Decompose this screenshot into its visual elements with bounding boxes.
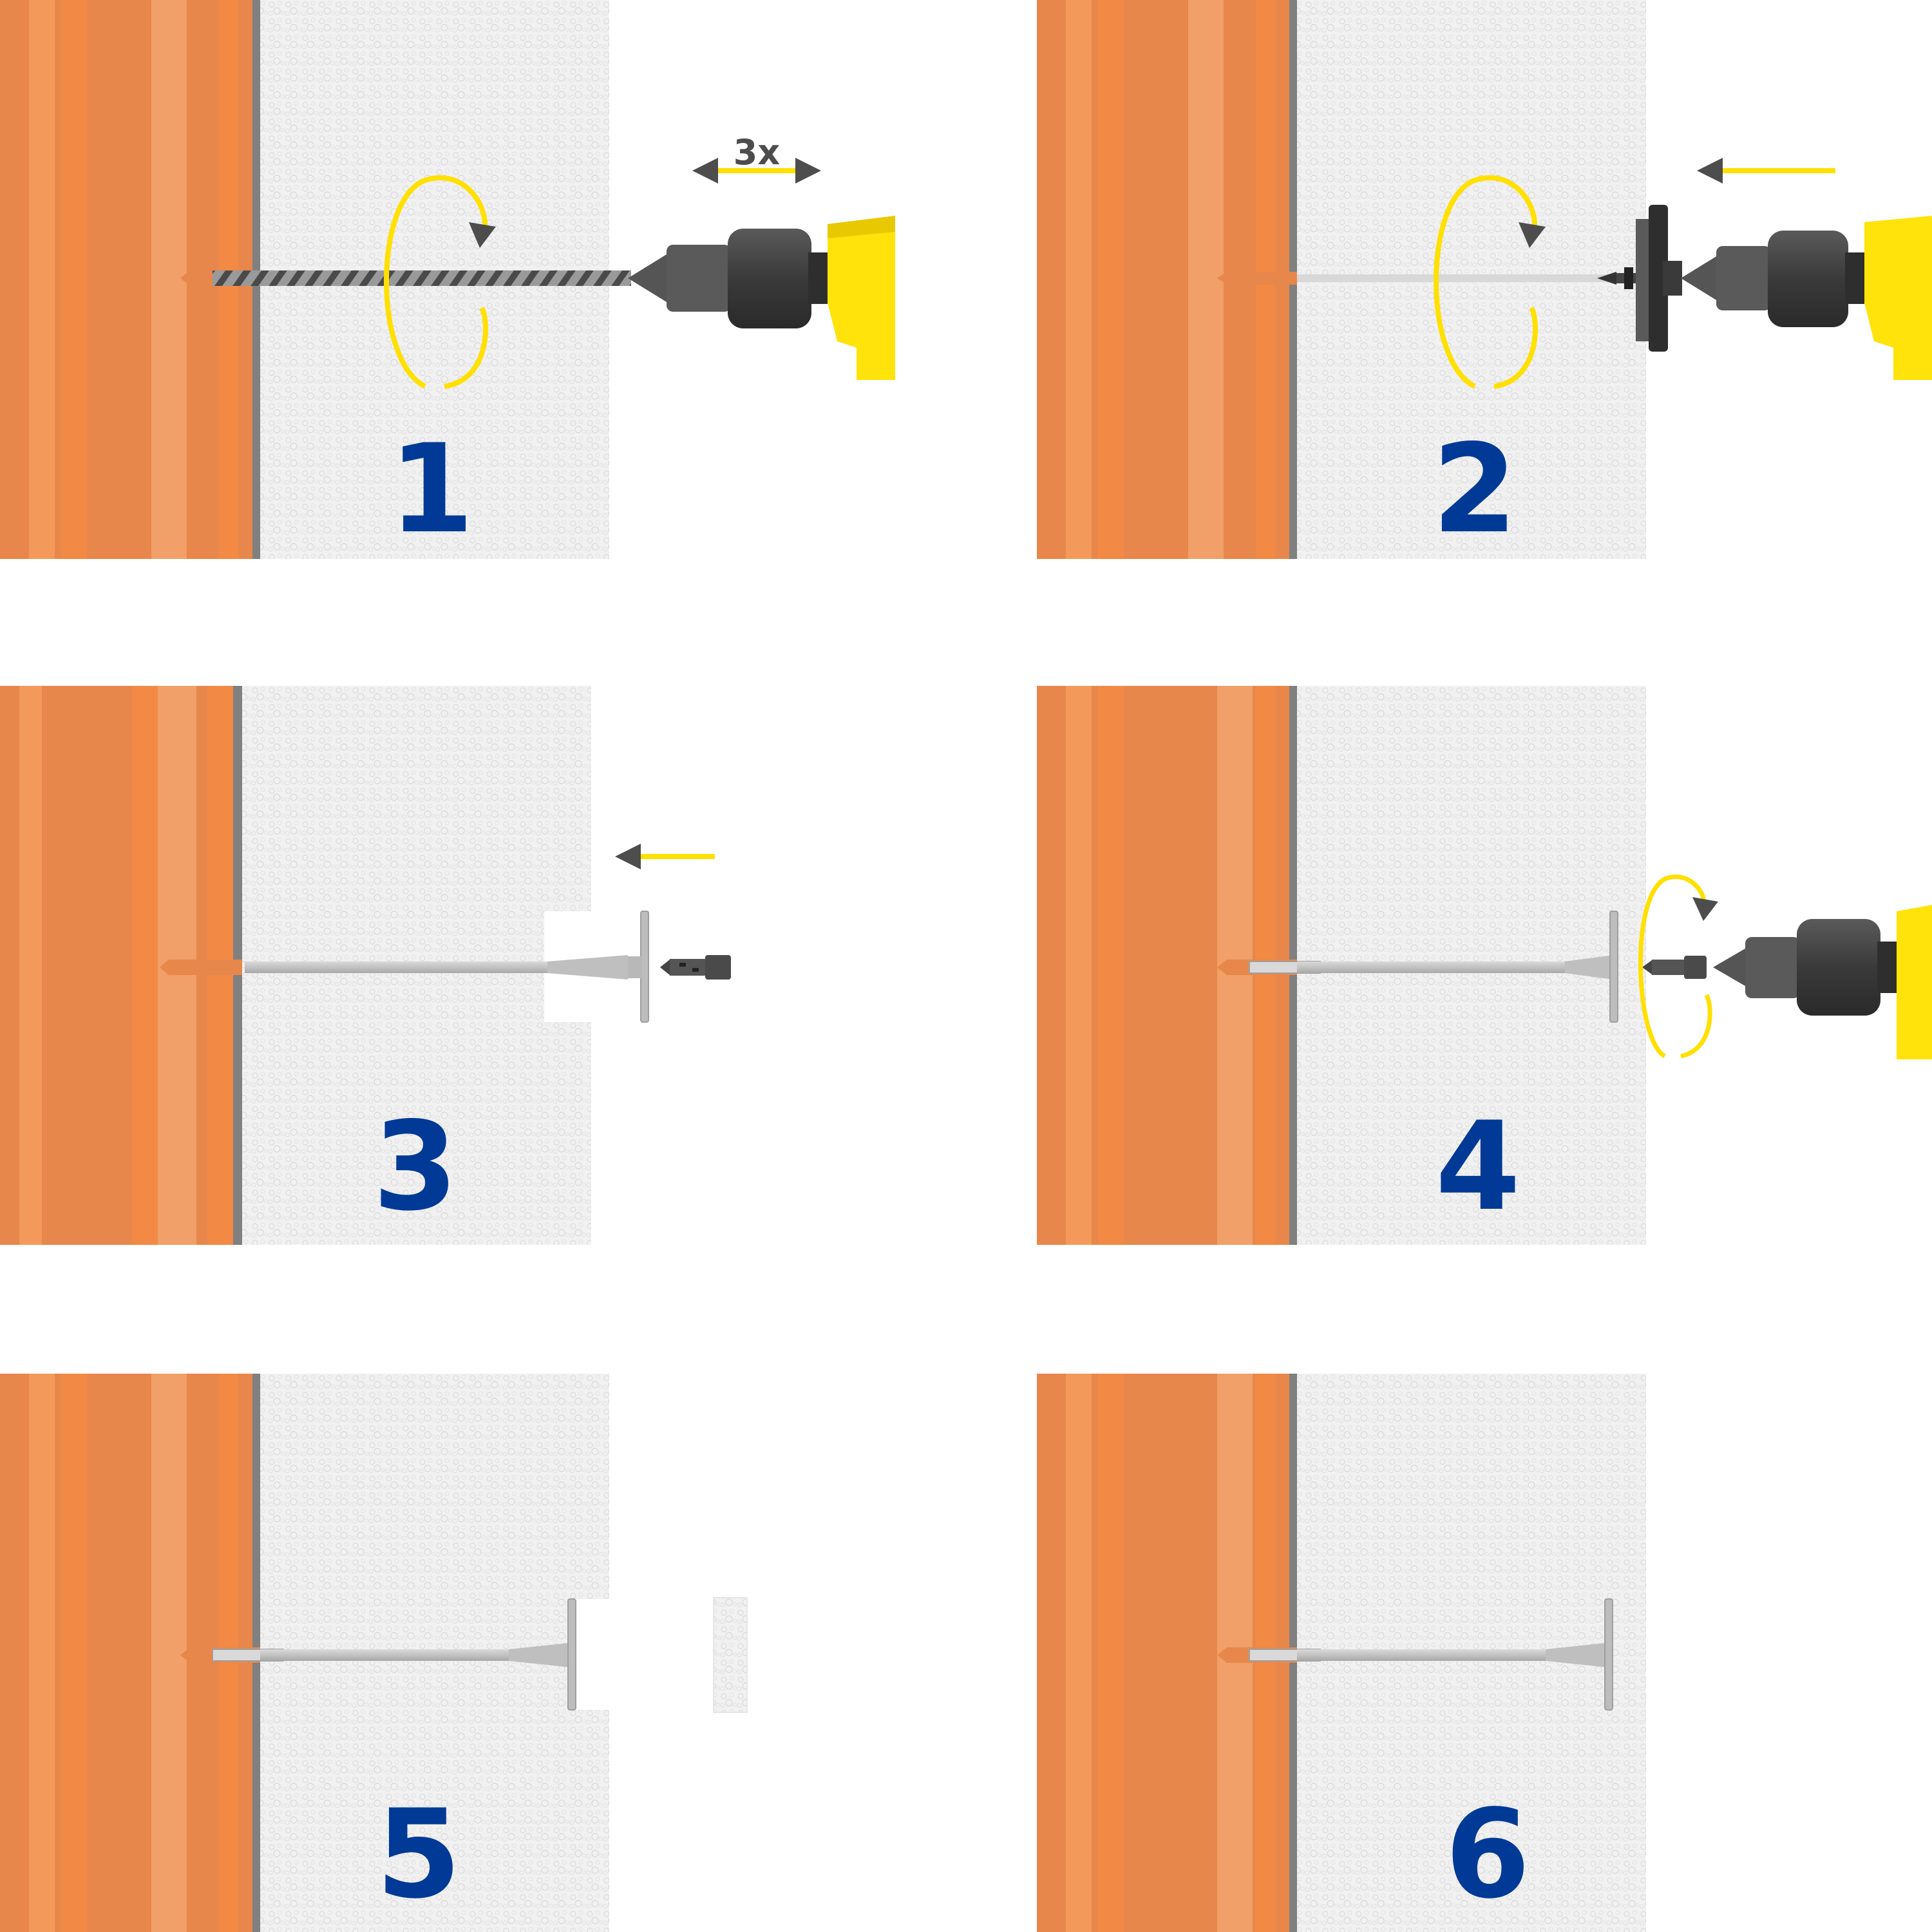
- countersink-tool-icon: [1597, 205, 1682, 352]
- anchor-screw: [660, 955, 731, 980]
- push-left-arrow-icon: [1697, 158, 1835, 184]
- masonry-wall: [1037, 686, 1297, 1245]
- step-3-panel: 3: [0, 686, 731, 1245]
- drill-icon: [1681, 216, 1932, 380]
- insulation-anchor: [1249, 911, 1618, 1023]
- drill-channel: [1297, 274, 1619, 282]
- step-4-panel: 4: [1037, 686, 1932, 1245]
- insulation-anchor: [212, 1598, 576, 1710]
- double-arrow-icon: 3x: [692, 132, 821, 184]
- rotation-arrow-icon: [1434, 175, 1546, 389]
- step-1-panel: 3x 1: [0, 0, 895, 560]
- repeat-count-label: 3x: [734, 132, 781, 173]
- drill-hole: [160, 960, 242, 975]
- step-number: 5: [376, 1783, 461, 1926]
- step-number: 3: [373, 1095, 458, 1238]
- rotation-arrow-icon: [1638, 874, 1718, 1059]
- insulation-anchor: [245, 911, 649, 1023]
- step-6-panel: 6: [1037, 1374, 1646, 1932]
- step-2-panel: 2: [1037, 0, 1932, 560]
- step-number: 1: [389, 418, 474, 560]
- rotation-arrow-icon: [384, 175, 496, 389]
- step-5-panel: 5: [0, 1374, 748, 1932]
- drill-bit: [213, 270, 631, 286]
- insulation-cap: [713, 1597, 748, 1713]
- drill-icon: [628, 216, 895, 380]
- drill-hole: [1217, 272, 1297, 285]
- drill-icon: [1713, 905, 1932, 1059]
- step-number: 2: [1432, 418, 1517, 560]
- push-left-arrow-icon: [615, 844, 715, 869]
- step-number: 6: [1445, 1783, 1530, 1926]
- insulation-anchor: [1249, 1598, 1613, 1710]
- anchor-screw: [1642, 956, 1707, 979]
- step-number: 4: [1435, 1095, 1520, 1238]
